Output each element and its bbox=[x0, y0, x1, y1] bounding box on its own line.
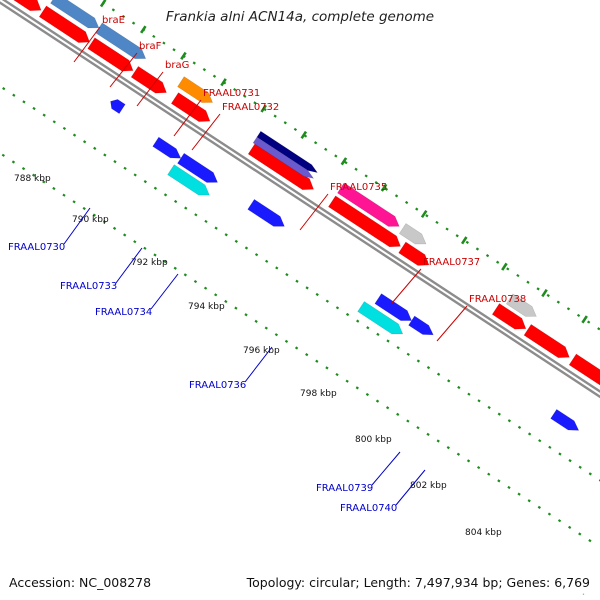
gene-FRAAL0736 bbox=[247, 198, 285, 227]
position-label: 798 kbp bbox=[300, 389, 337, 399]
label-leader-FRAAL0735 bbox=[299, 193, 329, 231]
cds-fwd-11 bbox=[568, 353, 600, 386]
gene-FRAAL0734-blue bbox=[177, 152, 219, 183]
gene-label-FRAAL0733: FRAAL0733 bbox=[60, 281, 117, 292]
major-tick bbox=[140, 25, 147, 34]
major-tick bbox=[340, 157, 348, 166]
gene-FRAAL0733 bbox=[152, 136, 182, 159]
position-label: 792 kbp bbox=[131, 258, 168, 268]
tick-track-middle bbox=[0, 84, 600, 482]
major-tick bbox=[220, 78, 227, 87]
map-title: Frankia alni ACN14a, complete genome bbox=[165, 9, 435, 25]
cds-fwd-9 bbox=[491, 303, 527, 330]
label-leader-FRAAL0737 bbox=[391, 268, 422, 304]
position-label: 802 kbp bbox=[410, 481, 447, 491]
tick-track-inner bbox=[0, 151, 599, 548]
gene-label-FRAAL0736: FRAAL0736 bbox=[189, 380, 246, 391]
gene-FRAAL0734-cyan bbox=[167, 164, 210, 196]
cds-fwd-3 bbox=[87, 37, 134, 72]
cds-fwd-8 bbox=[398, 241, 430, 266]
label-leader-FRAAL0732 bbox=[191, 113, 221, 151]
label-leader-FRAAL0733 bbox=[115, 247, 143, 284]
gene-label-braG: braG bbox=[165, 60, 189, 71]
label-leader-braF bbox=[109, 52, 138, 88]
gene-FRAAL0739-blue bbox=[374, 293, 413, 321]
gene-label-FRAAL0735: FRAAL0735 bbox=[330, 182, 387, 193]
major-tick bbox=[380, 183, 388, 192]
label-leader-FRAAL0731 bbox=[173, 99, 202, 137]
gene-FRAAL0739-cyan bbox=[357, 301, 404, 335]
gene-label-FRAAL0732: FRAAL0732 bbox=[222, 102, 279, 113]
cds-rev-end bbox=[550, 408, 580, 431]
position-label: 794 kbp bbox=[188, 302, 225, 312]
cds-fwd-10 bbox=[523, 323, 570, 359]
gene-FRAAL0730 bbox=[110, 99, 126, 115]
gene-label-braE: braE bbox=[102, 15, 125, 26]
cds-fwd-1 bbox=[13, 0, 42, 12]
label-leader-FRAAL0736 bbox=[244, 346, 273, 383]
position-label: 800 kbp bbox=[355, 435, 392, 445]
major-tick bbox=[460, 236, 468, 245]
cds-fwd-2 bbox=[38, 5, 91, 43]
genome-summary: Topology: circular; Length: 7,497,934 bp… bbox=[246, 575, 590, 590]
accession-label: Accession: NC_008278 bbox=[9, 575, 152, 590]
corner-mark: • bbox=[582, 592, 585, 598]
gene-label-FRAAL0740: FRAAL0740 bbox=[340, 503, 397, 514]
cds-fwd-4 bbox=[130, 65, 167, 94]
position-label: 788 kbp bbox=[14, 174, 51, 184]
major-tick bbox=[180, 51, 187, 60]
gene-label-FRAAL0739: FRAAL0739 bbox=[316, 483, 373, 494]
gene-FRAAL0740 bbox=[408, 315, 434, 336]
major-tick bbox=[300, 130, 308, 140]
gene-label-FRAAL0731: FRAAL0731 bbox=[203, 88, 260, 99]
label-leader-FRAAL0738 bbox=[436, 305, 468, 342]
tick-track-outer bbox=[96, 0, 600, 331]
major-tick bbox=[501, 262, 508, 271]
label-leader-FRAAL0734 bbox=[150, 273, 179, 310]
major-tick bbox=[541, 289, 548, 298]
gene-grey-2 bbox=[505, 293, 537, 317]
position-label: 804 kbp bbox=[465, 528, 502, 538]
gene-FRAAL0735-inner bbox=[252, 136, 315, 179]
position-label: 796 kbp bbox=[243, 346, 280, 356]
label-leader-FRAAL0730 bbox=[63, 207, 91, 245]
label-leader-braE bbox=[73, 26, 101, 63]
label-leader-FRAAL0740 bbox=[395, 469, 426, 506]
gene-FRAAL0737 bbox=[337, 182, 400, 227]
position-label: 790 kbp bbox=[72, 215, 109, 225]
backbone-inner-line bbox=[0, 1, 600, 399]
cds-fwd-5 bbox=[170, 92, 211, 122]
major-tick bbox=[581, 315, 588, 324]
gene-braF bbox=[50, 0, 100, 29]
label-leader-braG bbox=[136, 71, 164, 107]
gene-FRAAL0731 bbox=[177, 76, 214, 103]
cds-fwd-7 bbox=[327, 195, 401, 248]
major-tick bbox=[260, 104, 267, 113]
gene-label-braF: braF bbox=[139, 41, 162, 52]
gene-FRAAL0738 bbox=[398, 223, 427, 245]
major-tick bbox=[420, 209, 428, 219]
gene-FRAAL0735-outer bbox=[256, 130, 319, 174]
gene-label-FRAAL0737: FRAAL0737 bbox=[423, 257, 480, 268]
gene-label-FRAAL0738: FRAAL0738 bbox=[469, 294, 526, 305]
major-tick bbox=[99, 0, 107, 8]
label-leader-FRAAL0739 bbox=[371, 451, 401, 486]
backbone-outer-line bbox=[1, 0, 600, 393]
gene-label-FRAAL0730: FRAAL0730 bbox=[8, 242, 65, 253]
gene-label-FRAAL0734: FRAAL0734 bbox=[95, 307, 152, 318]
